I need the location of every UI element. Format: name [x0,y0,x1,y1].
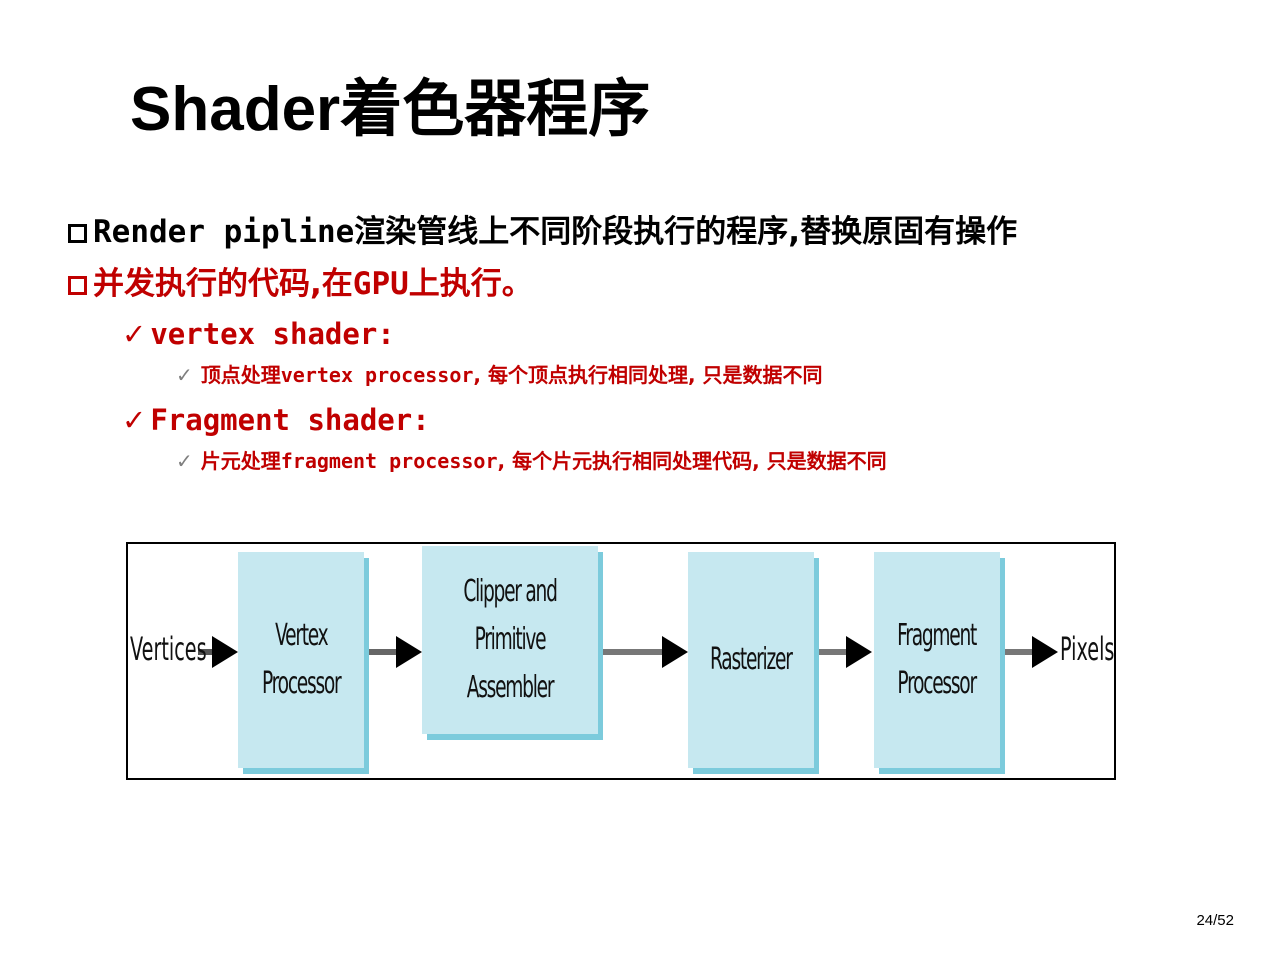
arrow-vertex-to-clipper [368,636,422,668]
sub-bullet-fragment-processor: ✓ 片元处理fragment processor, 每个片元执行相同处理代码, 只… [176,446,887,476]
bullet-concurrent-code: 并发执行的代码,在GPU上执行。 [68,262,533,306]
bullet-text: 并发执行的代码,在 [93,266,353,302]
bullet-text: , 每个片元执行相同处理代码, 只是数据不同 [497,449,887,473]
bullet-render-pipeline: Render pipline渲染管线上不同阶段执行的程序,替换原固有操作 [68,210,1017,254]
sub-bullet-vertex-processor: ✓ 顶点处理vertex processor, 每个顶点执行相同处理, 只是数据不… [176,360,823,390]
arrow-rasterizer-to-fragment [816,636,872,668]
bullet-fragment-shader: ✓Fragment shader: [122,400,430,440]
bullet-text: 上执行。 [408,266,533,302]
bullet-text: 渲染管线上不同阶段执行的程序,替换原固有操作 [354,214,1018,250]
bullet-latin-text: vertex processor [280,363,474,387]
square-bullet-icon [68,224,87,243]
bullet-latin-text: Render pipline [93,214,355,250]
stage-clipper-primitive-assembler: Clipper and Primitive Assembler [422,546,598,734]
stage-fragment-processor: Fragment Processor [874,552,1000,768]
bullet-text: 顶点处理 [200,363,281,387]
stage-vertex-processor: Vertex Processor [238,552,364,768]
arrow-vertices-to-vertex [198,636,238,668]
bullet-text: , 每个顶点执行相同处理, 只是数据不同 [473,363,823,387]
bullet-text: 片元处理 [200,449,281,473]
bullet-gpu-text: GPU [352,266,409,302]
pipeline-arrows [198,636,1058,668]
pixels-label: Pixels [1060,630,1115,668]
check-icon: ✓ [176,449,193,473]
bullet-text: Fragment shader: [150,403,430,437]
check-icon: ✓ [122,317,147,351]
arrow-clipper-to-rasterizer [600,636,688,668]
pipeline-diagram: Vertices Vertex Processor Clipper and Pr… [126,542,1116,780]
page-number: 24/52 [1196,912,1234,929]
vertices-label: Vertices [130,630,207,668]
square-bullet-icon [68,276,87,295]
bullet-vertex-shader: ✓vertex shader: [122,314,395,354]
bullet-text: vertex shader: [150,317,395,351]
stage-rasterizer: Rasterizer [688,552,814,768]
bullet-latin-text: fragment processor [280,449,498,473]
check-icon: ✓ [176,363,193,387]
arrow-fragment-to-pixels [1002,636,1058,668]
slide-title: Shader着色器程序 [130,75,651,144]
check-icon: ✓ [122,403,147,437]
